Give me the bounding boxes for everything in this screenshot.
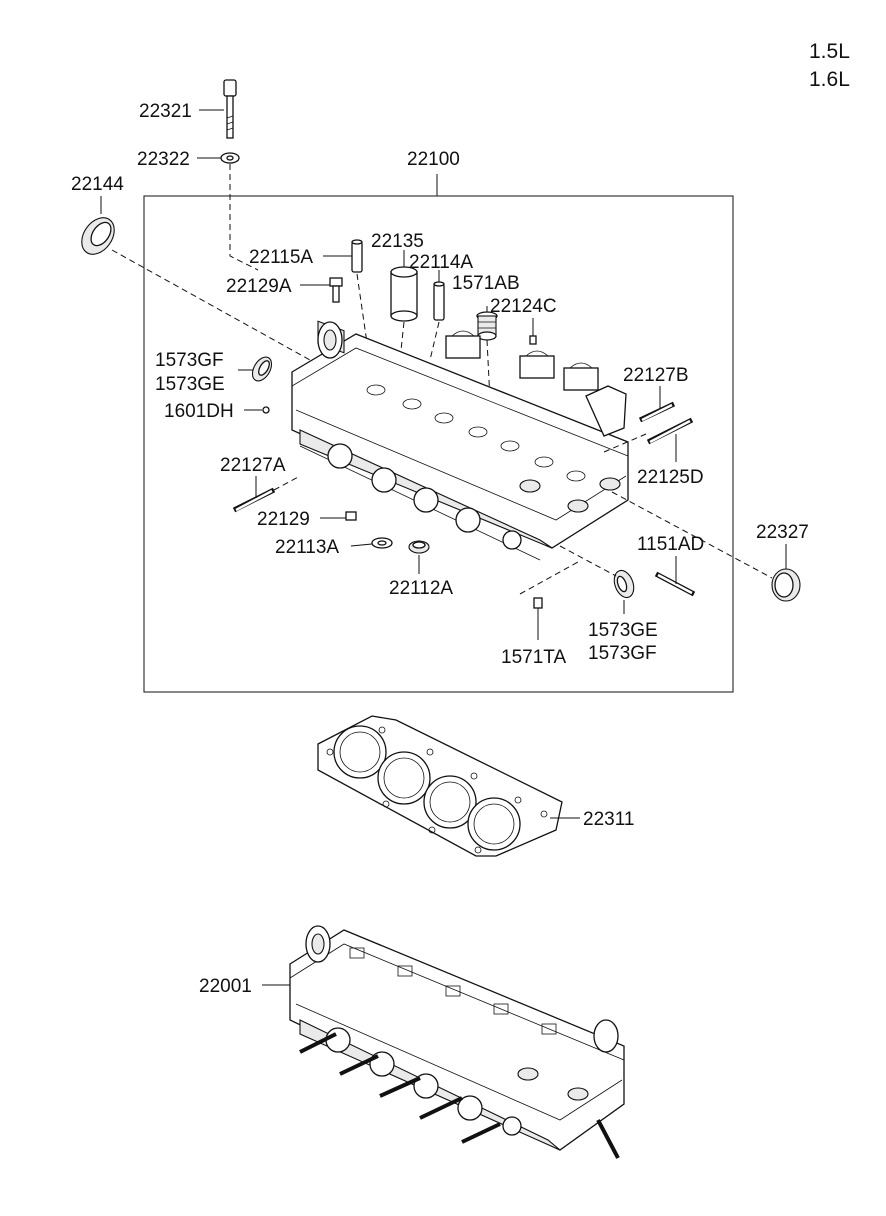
label-1601DH: 1601DH bbox=[164, 401, 234, 422]
stud-22127B[interactable] bbox=[638, 401, 676, 423]
bolt-1151AD[interactable] bbox=[654, 571, 696, 597]
label-22311: 22311 bbox=[583, 809, 634, 830]
engine-label-1: 1.5L bbox=[809, 40, 850, 63]
assembly-frame bbox=[143, 195, 734, 693]
label-22321: 22321 bbox=[139, 101, 192, 122]
label-22129A: 22129A bbox=[226, 276, 292, 297]
label-1573GF-left: 1573GF bbox=[155, 350, 224, 371]
plug-1571TA[interactable] bbox=[533, 597, 543, 609]
label-22322: 22322 bbox=[137, 149, 190, 170]
stud-22125D[interactable] bbox=[646, 417, 694, 445]
label-1571TA: 1571TA bbox=[501, 647, 566, 668]
bolt-22321[interactable] bbox=[223, 79, 237, 139]
label-22129: 22129 bbox=[257, 509, 310, 530]
washer-22322[interactable] bbox=[220, 152, 240, 164]
cylinder-head-assembly-22001[interactable] bbox=[289, 925, 625, 1159]
label-22124C: 22124C bbox=[490, 296, 557, 317]
label-22115A: 22115A bbox=[249, 247, 313, 268]
valve-guide-22114A[interactable] bbox=[433, 281, 445, 321]
plug-22124C[interactable] bbox=[476, 311, 498, 341]
label-22001: 22001 bbox=[199, 976, 252, 997]
cylinder-head-22100[interactable] bbox=[291, 320, 629, 561]
head-gasket-22311[interactable] bbox=[317, 715, 563, 857]
engine-label-2: 1.6L bbox=[809, 68, 850, 91]
label-22127B: 22127B bbox=[623, 365, 689, 386]
label-22100: 22100 bbox=[407, 149, 460, 170]
bolt-guide-line bbox=[229, 164, 259, 271]
label-1151AD: 1151AD bbox=[637, 534, 704, 555]
plug-22327[interactable] bbox=[771, 568, 801, 602]
label-22144: 22144 bbox=[71, 174, 124, 195]
label-1573GE-left: 1573GE bbox=[155, 374, 225, 395]
label-22327: 22327 bbox=[756, 522, 809, 543]
bolt-22129A[interactable] bbox=[329, 277, 343, 303]
label-1573GF-right: 1573GF bbox=[588, 643, 657, 664]
leader-22113A bbox=[350, 543, 373, 547]
label-22114A: 22114A bbox=[409, 252, 473, 273]
washer-22113A[interactable] bbox=[371, 537, 393, 549]
label-22135: 22135 bbox=[371, 231, 424, 252]
seal-1573GE-right[interactable] bbox=[611, 568, 637, 600]
label-1571AB: 1571AB bbox=[452, 273, 520, 294]
pin-22124C[interactable] bbox=[529, 335, 537, 345]
nut-22129[interactable] bbox=[345, 511, 357, 521]
oil-seal-22144[interactable] bbox=[75, 212, 121, 261]
stud-22127A[interactable] bbox=[232, 487, 276, 513]
valve-guide-22115A[interactable] bbox=[351, 239, 363, 273]
seal-1573GF-left[interactable] bbox=[249, 354, 276, 385]
seal-guide-line bbox=[111, 249, 311, 361]
tappet-22135[interactable] bbox=[390, 266, 418, 322]
seal-22112A[interactable] bbox=[408, 540, 430, 554]
label-22113A: 22113A bbox=[275, 537, 339, 558]
label-1573GE-right: 1573GE bbox=[588, 620, 658, 641]
label-22112A: 22112A bbox=[389, 578, 453, 599]
label-22127A: 22127A bbox=[220, 455, 286, 476]
label-22125D: 22125D bbox=[637, 467, 704, 488]
dowel-1601DH[interactable] bbox=[262, 406, 270, 414]
